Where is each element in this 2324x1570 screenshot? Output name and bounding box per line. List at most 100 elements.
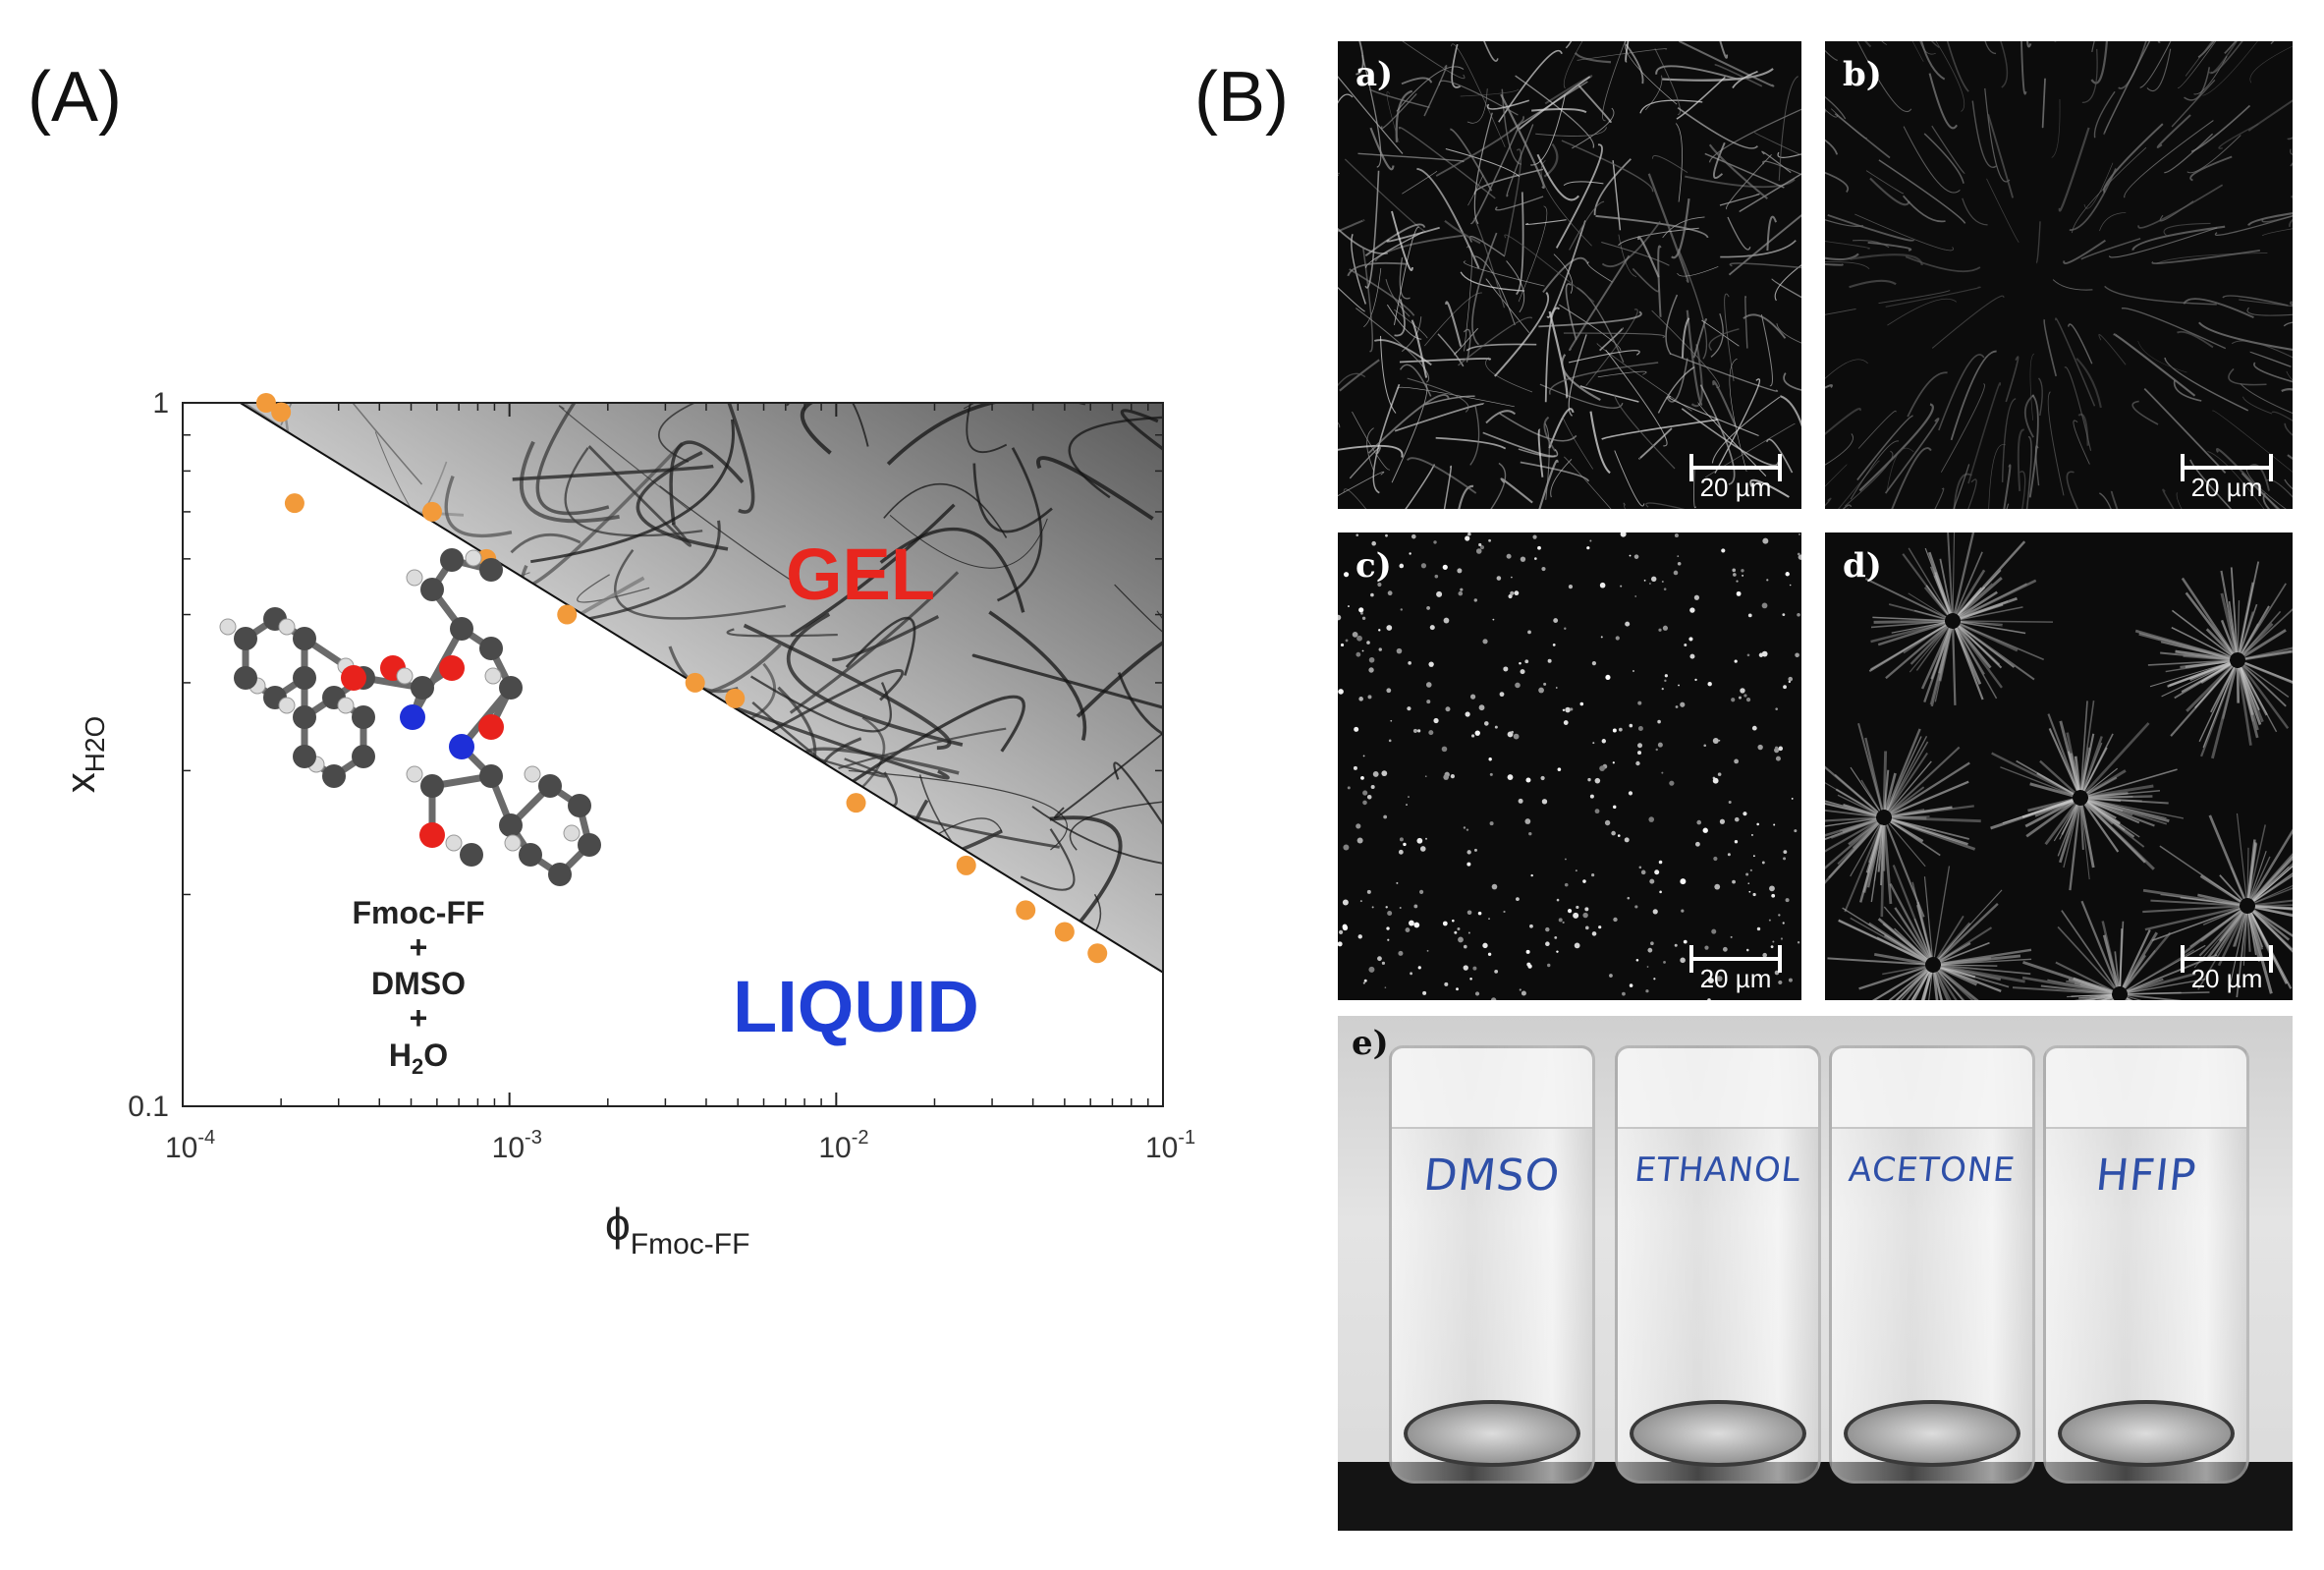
micrograph-texture <box>2253 872 2293 902</box>
gel-fiber <box>318 731 449 770</box>
micrograph-texture <box>2249 45 2293 84</box>
micrograph-texture <box>1491 883 1498 890</box>
gel-fiber <box>659 485 815 595</box>
micrograph-texture <box>2171 627 2232 658</box>
micrograph-texture <box>1416 837 1423 844</box>
micrograph-texture <box>1827 957 1926 966</box>
micrograph-texture <box>1730 935 1733 938</box>
svg-text:ϕFmoc-FF: ϕFmoc-FF <box>605 1199 749 1261</box>
micrograph-texture <box>1411 533 1416 539</box>
molecule-atom <box>548 863 572 886</box>
micrograph-texture <box>1352 411 1391 471</box>
micrograph-texture <box>1825 308 1856 315</box>
micrograph-texture <box>1338 444 1404 458</box>
micrograph-texture <box>2083 162 2114 209</box>
micrograph-texture <box>1825 49 1838 62</box>
micrograph-texture <box>1967 478 1977 509</box>
micrograph-texture <box>1783 857 1787 861</box>
micrograph-texture <box>1595 214 1709 239</box>
micrograph-texture <box>2069 168 2117 232</box>
micrograph-texture <box>1424 292 1482 347</box>
micrograph-texture <box>1568 334 1587 417</box>
micrograph-texture <box>1460 271 1525 292</box>
micrograph-texture <box>1386 304 1422 340</box>
micrograph-texture <box>1529 924 1533 928</box>
micrograph-texture <box>1959 590 1998 618</box>
micrograph-texture <box>2078 993 2113 999</box>
micrograph-texture <box>1637 743 1643 749</box>
micrograph-texture <box>1428 730 1434 736</box>
micrograph-texture <box>1712 380 1738 427</box>
micrograph-texture <box>1701 319 1740 347</box>
micrograph-texture <box>1585 308 1638 386</box>
micrograph-texture <box>1681 909 1685 913</box>
micrograph-texture <box>1657 365 1695 414</box>
micrograph-texture <box>1881 41 1887 45</box>
micrograph-texture <box>1639 99 1703 114</box>
gel-fiber <box>1076 612 1163 718</box>
micrograph-texture <box>1853 239 1890 249</box>
micrograph-d: d) 20 µm <box>1825 533 2293 1000</box>
micrograph-texture <box>1685 175 1796 189</box>
micrograph-texture <box>1506 260 1525 313</box>
micrograph-texture <box>1362 755 1365 757</box>
micrograph-texture <box>2024 800 2075 828</box>
micrograph-texture <box>1445 148 1521 178</box>
micrograph-texture <box>1515 682 1521 689</box>
micrograph-texture <box>1620 533 1627 537</box>
micrograph-texture <box>1960 621 2026 635</box>
gel-fiber <box>240 515 378 545</box>
micrograph-texture <box>1681 408 1780 467</box>
micrograph-texture <box>1394 308 1428 339</box>
micrograph-texture <box>1742 574 1744 577</box>
micrograph-texture <box>1650 941 1654 946</box>
micrograph-texture <box>1788 676 1794 682</box>
micrograph-texture <box>1458 484 1474 509</box>
micrograph-texture <box>1885 728 1921 812</box>
micrograph-texture <box>1579 701 1584 706</box>
micrograph-texture <box>1460 588 1464 591</box>
gel-fiber <box>786 403 869 447</box>
micrograph-texture <box>1891 815 1930 818</box>
micrograph-texture <box>2202 41 2258 96</box>
micrograph-texture <box>1911 41 1924 62</box>
micrograph-texture <box>1368 656 1375 663</box>
micrograph-texture <box>1469 404 1480 466</box>
micrograph-texture <box>1699 384 1736 485</box>
micrograph-texture <box>2026 41 2032 48</box>
micrograph-texture <box>2261 214 2293 223</box>
micrograph-texture <box>1676 76 1726 120</box>
molecule-atom <box>568 794 591 817</box>
micrograph-texture <box>1849 279 1897 289</box>
micrograph-texture <box>1665 294 1679 356</box>
micrograph-d-label: d) <box>1843 546 1882 586</box>
micrograph-texture <box>1514 590 1520 596</box>
micrograph-texture <box>1563 41 1583 89</box>
micrograph-texture <box>1490 997 1497 1000</box>
micrograph-texture <box>2053 804 2077 842</box>
micrograph-texture <box>2057 925 2116 989</box>
micrograph-texture <box>1409 552 1411 555</box>
micrograph-texture <box>1669 353 1779 392</box>
gel-fiber <box>240 421 255 542</box>
micrograph-texture <box>1858 824 1884 903</box>
micrograph-texture <box>1629 723 1633 728</box>
micrograph-texture <box>2143 387 2227 474</box>
micrograph-texture <box>1542 256 1589 294</box>
micrograph-texture <box>2055 961 2114 992</box>
micrograph-texture <box>1773 823 1776 826</box>
micrograph-texture <box>2087 790 2161 799</box>
micrograph-texture <box>1960 606 2023 621</box>
micrograph-texture <box>1492 618 1495 621</box>
micrograph-texture <box>1342 924 1348 929</box>
micrograph-texture <box>1563 456 1612 509</box>
micrograph-texture <box>1467 931 1470 934</box>
micrograph-texture <box>1494 292 1550 377</box>
micrograph-texture <box>2063 805 2079 869</box>
fmoc-ff-molecule-icon <box>219 548 601 886</box>
micrograph-texture <box>1783 685 1787 690</box>
micrograph-texture <box>1774 748 1780 754</box>
micrograph-texture <box>1417 729 1421 733</box>
micrograph-texture <box>1661 581 1664 584</box>
micrograph-texture <box>2087 799 2167 819</box>
